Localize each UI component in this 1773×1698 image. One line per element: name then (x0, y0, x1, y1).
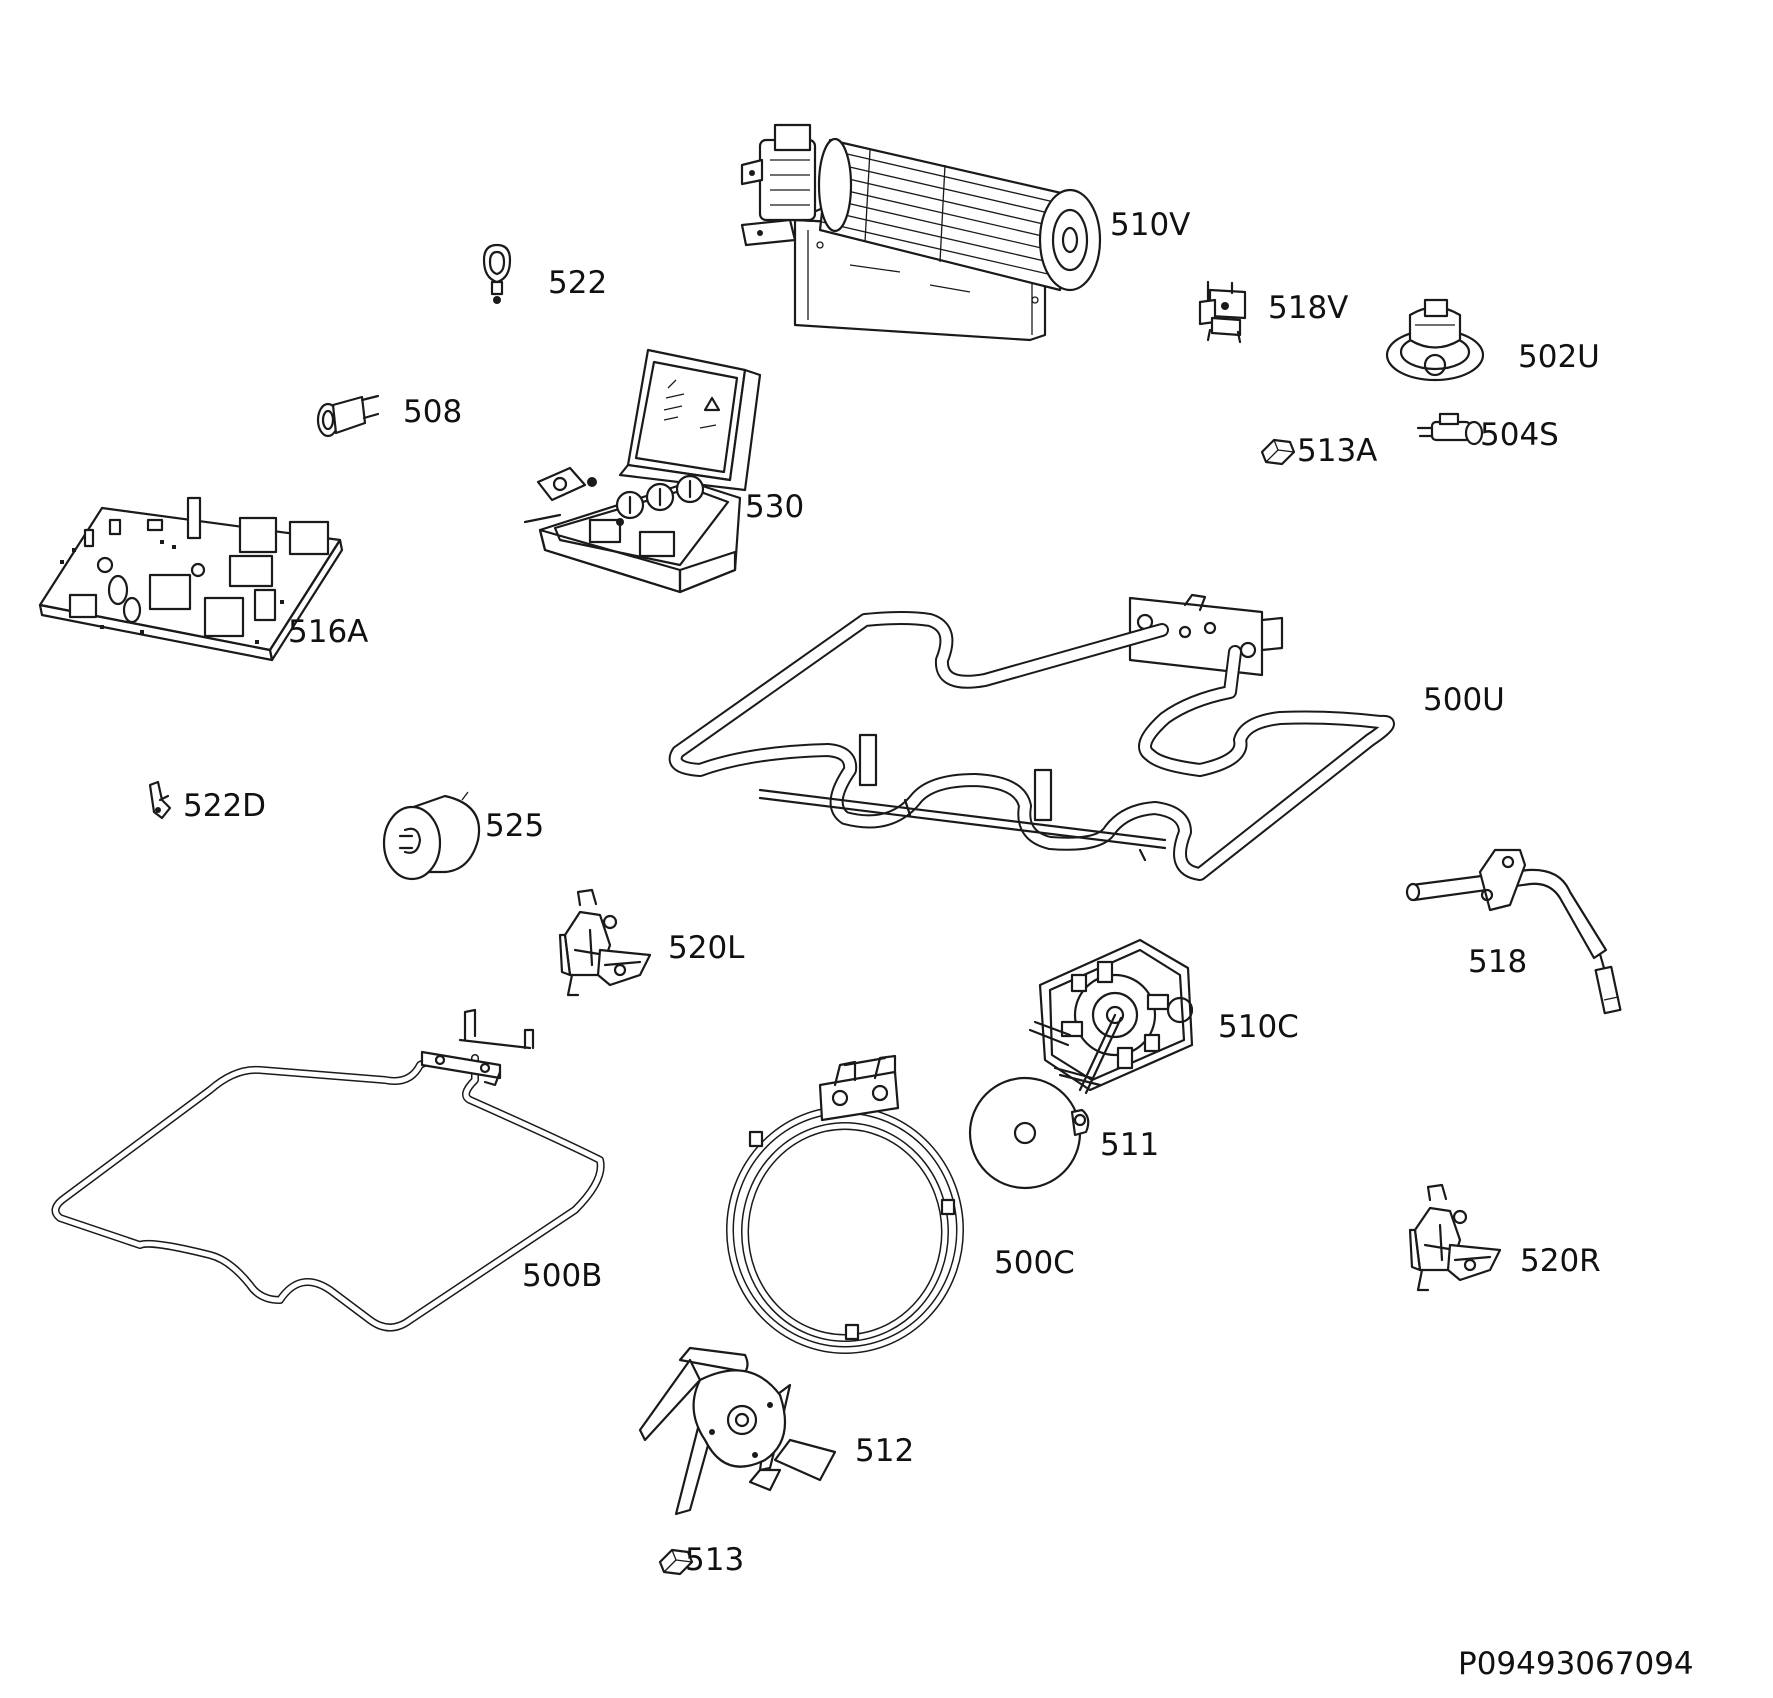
part-518[interactable]: 518 (1405, 848, 1622, 1015)
callout-500U: 500U (1423, 682, 1505, 718)
callout-522D: 522D (183, 788, 266, 824)
part-530[interactable]: 530 (523, 348, 804, 594)
callout-504S: 504S (1480, 417, 1559, 453)
callout-510V: 510V (1110, 207, 1190, 243)
part-500C[interactable]: 500C (726, 1054, 1075, 1354)
callout-522: 522 (548, 265, 607, 301)
callout-525: 525 (485, 808, 544, 844)
callout-513A: 513A (1297, 433, 1377, 469)
callout-513: 513 (685, 1542, 744, 1578)
part-512[interactable]: 512 (638, 1346, 914, 1516)
callout-502U: 502U (1518, 339, 1600, 375)
part-511[interactable]: 511 (968, 1076, 1159, 1190)
callout-510C: 510C (1218, 1009, 1299, 1045)
nut-icon (1260, 438, 1296, 466)
callout-530: 530 (745, 489, 804, 525)
fan-motor-icon (1028, 938, 1194, 1095)
lamp-bulb-icon (1416, 412, 1484, 446)
part-510C[interactable]: 510C (1028, 938, 1299, 1095)
circular-element-icon (726, 1054, 964, 1354)
callout-500B: 500B (522, 1258, 602, 1294)
part-500U[interactable]: 500U (668, 593, 1505, 881)
part-500B[interactable]: 500B (51, 1008, 605, 1332)
part-513[interactable]: 513 (658, 1542, 744, 1578)
callout-512: 512 (855, 1433, 914, 1469)
callout-518V: 518V (1268, 290, 1348, 326)
callout-500C: 500C (994, 1245, 1075, 1281)
part-520L[interactable]: 520L (558, 888, 745, 997)
part-510V[interactable]: 510V (740, 123, 1190, 342)
callout-520L: 520L (668, 930, 745, 966)
terminal-block-icon (523, 348, 762, 594)
part-522D[interactable]: 522D (148, 780, 266, 824)
tangential-fan-icon (740, 123, 1102, 342)
grill-element-icon (668, 593, 1395, 881)
part-508[interactable]: 508 (316, 394, 462, 438)
part-518V[interactable]: 518V (1198, 280, 1348, 344)
document-id: P09493067094 (1458, 1646, 1694, 1682)
lamp-holder-icon (1385, 298, 1485, 382)
callout-511: 511 (1100, 1127, 1159, 1163)
fan-blade-icon (638, 1346, 837, 1516)
callout-508: 508 (403, 394, 462, 430)
cable-clip-icon (482, 243, 512, 304)
part-520R[interactable]: 520R (1408, 1183, 1601, 1292)
nut-icon (658, 1548, 694, 1576)
callout-520R: 520R (1520, 1243, 1601, 1279)
part-522[interactable]: 522 (482, 243, 607, 304)
callout-516A: 516A (288, 614, 368, 650)
thermostat-icon (1198, 280, 1247, 344)
bottom-element-icon (51, 1008, 605, 1332)
part-525[interactable]: 525 (382, 791, 544, 881)
part-513A[interactable]: 513A (1260, 433, 1377, 469)
part-516A[interactable]: 516A (38, 496, 368, 662)
capacitor-icon (382, 791, 481, 881)
part-502U[interactable]: 502U (1385, 298, 1600, 382)
part-504S[interactable]: 504S (1416, 412, 1559, 453)
door-hinge-right-icon (1408, 1183, 1502, 1292)
circuit-board-icon (38, 496, 344, 662)
callout-518: 518 (1468, 944, 1527, 980)
indicator-lamp-icon (316, 394, 380, 438)
small-clip-icon (148, 780, 172, 820)
temperature-sensor-icon (1405, 848, 1622, 1015)
door-hinge-left-icon (558, 888, 652, 997)
fan-plate-icon (968, 1076, 1090, 1190)
